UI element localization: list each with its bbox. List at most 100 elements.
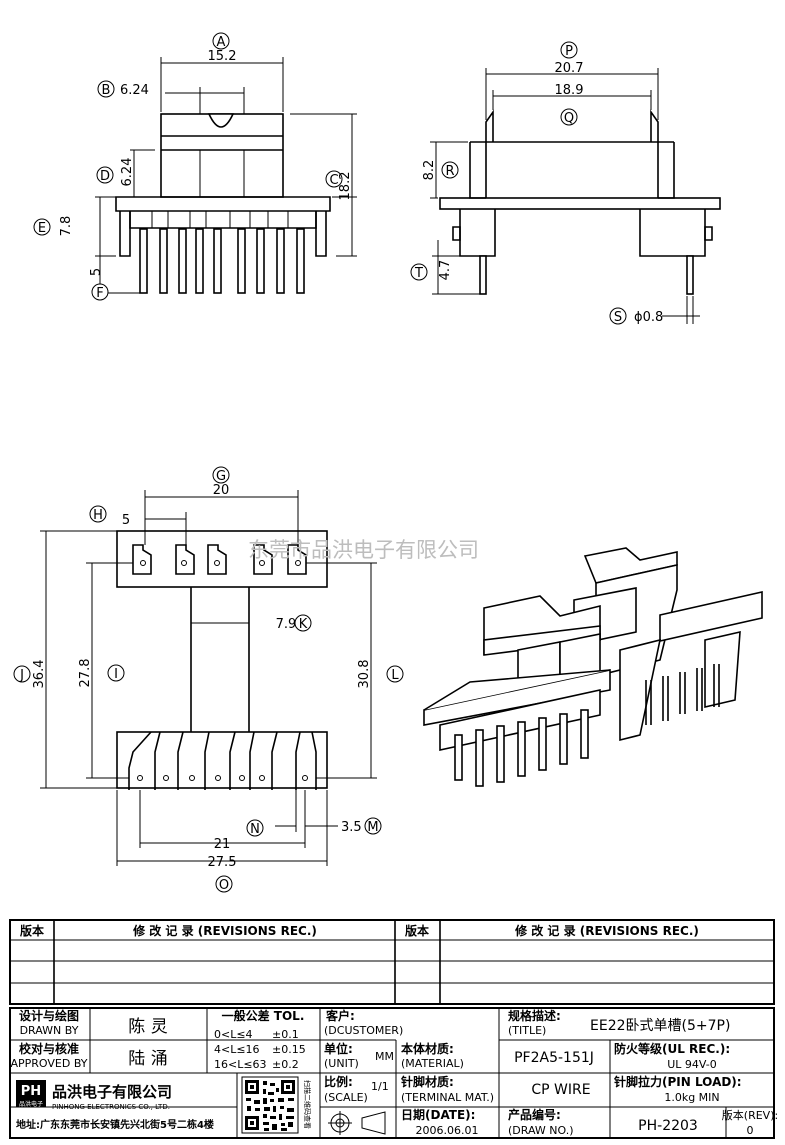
scale-value: 1/1 <box>371 1080 389 1093</box>
svg-text:S: S <box>614 310 622 325</box>
pin-load-label: 针脚拉力(PIN LOAD): <box>614 1074 742 1089</box>
revisions-table: 版本 修 改 记 录 (REVISIONS REC.) 版本 修 改 记 录 (… <box>9 919 775 1005</box>
rev-col-record-left: 修 改 记 录 (REVISIONS REC.) <box>132 923 317 938</box>
rev-value: 0 <box>747 1124 754 1137</box>
title-block: 设计与绘图 DRAWN BY 陈 灵 校对与核准 APPROVED BY 陆 涌… <box>9 1007 778 1139</box>
dim-P: 20.7 <box>555 61 584 76</box>
unit-label: 单位: <box>324 1041 353 1056</box>
dim-I: 27.8 <box>78 659 93 688</box>
unit-value: MM <box>375 1050 394 1063</box>
label-B <box>97 80 115 98</box>
svg-text:M: M <box>367 820 378 835</box>
dim-M: 3.5 <box>341 820 362 835</box>
svg-text:L: L <box>391 668 399 683</box>
svg-text:品洪电子: 品洪电子 <box>19 1100 43 1108</box>
approved-by-label: 校对与核准 <box>19 1041 79 1056</box>
dim-C: 18.2 <box>338 172 353 201</box>
label-Q <box>560 108 578 126</box>
label-D <box>96 166 114 184</box>
label-S <box>609 307 627 325</box>
label-T <box>410 263 428 281</box>
svg-text:B: B <box>102 83 111 98</box>
material-label: 本体材质: <box>401 1041 454 1056</box>
rev-label: 版本(REV): <box>722 1108 778 1122</box>
tol-value-0: ±0.1 <box>272 1028 299 1041</box>
label-C <box>325 170 343 188</box>
svg-text:I: I <box>114 667 118 682</box>
company-name: 品洪电子有限公司 <box>52 1083 172 1101</box>
svg-text:Q: Q <box>564 111 574 126</box>
customer-label: 客户: <box>325 1008 355 1023</box>
fire-rating-value: UL 94V-0 <box>667 1058 717 1071</box>
label-I <box>107 664 125 682</box>
dim-A: 15.2 <box>208 49 237 64</box>
tol-value-1: ±0.15 <box>272 1043 306 1056</box>
bottom-view-dimensions: G 20 H 5 7.9 K J 36.4 I 27.8 L 30.8 N 21… <box>13 466 404 893</box>
isometric-view <box>423 547 763 787</box>
bottom-view-bottom-slots <box>128 731 317 790</box>
dim-H: 5 <box>122 513 130 528</box>
svg-text:P: P <box>565 44 573 59</box>
watermark: 东莞市品洪电子有限公司 <box>248 538 479 562</box>
isometric-pins <box>454 709 589 787</box>
designed-by-label: 设计与绘图 <box>19 1008 79 1023</box>
svg-text:N: N <box>250 822 260 837</box>
dim-J: 36.4 <box>32 660 47 689</box>
svg-text:A: A <box>217 35 226 50</box>
svg-text:H: H <box>93 508 103 523</box>
dim-D: 6.24 <box>120 158 135 187</box>
svg-text:G: G <box>216 469 226 484</box>
title-label: 规格描述: <box>508 1008 561 1023</box>
rev-col-version-right: 版本 <box>405 923 429 938</box>
customer-label-en: (DCUSTOMER) <box>324 1024 403 1037</box>
label-P <box>560 41 578 59</box>
label-J <box>13 665 31 683</box>
approved-by: 陆 涌 <box>128 1049 167 1069</box>
label-K <box>294 614 312 632</box>
scale-label: 比例: <box>324 1074 353 1089</box>
qr-caption: 扫描二维码查看 <box>303 1080 312 1129</box>
rev-col-record-right: 修 改 记 录 (REVISIONS REC.) <box>514 923 699 938</box>
side-view <box>439 109 721 295</box>
draw-no-label-en: (DRAW NO.) <box>508 1124 573 1137</box>
label-O <box>215 875 233 893</box>
dim-B: 6.24 <box>120 83 149 98</box>
tol-value-2: ±0.2 <box>272 1058 299 1071</box>
tolerance-title: 一般公差 TOL. <box>222 1008 305 1023</box>
front-view-dimensions: A 15.2 B 6.24 C 18.2 D 6.24 E 7.8 F 5 <box>33 32 357 301</box>
dim-K: 7.9 <box>276 617 297 632</box>
rev-col-version-left: 版本 <box>20 923 44 938</box>
label-G <box>212 466 230 484</box>
dim-R: 8.2 <box>422 160 437 181</box>
scale-label-en: (SCALE) <box>324 1091 368 1104</box>
dim-N: 21 <box>214 837 231 852</box>
terminal-value: CP WIRE <box>531 1082 590 1098</box>
side-view-dimensions: P 20.7 18.9 Q R 8.2 T 4.7 S ϕ0.8 <box>410 41 700 325</box>
company-logo: PH 品洪电子 <box>16 1080 46 1108</box>
fire-rating-label: 防火等级(UL REC.): <box>614 1041 730 1056</box>
svg-text:E: E <box>38 221 46 236</box>
dim-L: 30.8 <box>357 660 372 689</box>
projection-symbol-icon <box>328 1111 386 1135</box>
designed-by-label-en: DRAWN BY <box>20 1024 79 1037</box>
svg-text:PH: PH <box>21 1084 41 1099</box>
label-R <box>441 161 459 179</box>
draw-no-label: 产品编号: <box>508 1107 561 1122</box>
label-F <box>91 283 109 301</box>
terminal-label: 针脚材质: <box>401 1074 454 1089</box>
material-label-en: (MATERIAL) <box>401 1057 464 1070</box>
bottom-view <box>116 530 328 790</box>
approved-by-label-en: APPROVED BY <box>10 1057 87 1070</box>
dim-F: 5 <box>89 268 104 276</box>
tol-range-0: 0<L≤4 <box>214 1028 253 1041</box>
dim-T: 4.7 <box>438 260 453 281</box>
designed-by: 陈 灵 <box>128 1017 167 1037</box>
material-value: PF2A5-151J <box>514 1050 594 1066</box>
draw-no-value: PH-2203 <box>638 1118 698 1134</box>
dim-Q: 18.9 <box>555 83 584 98</box>
svg-text:C: C <box>329 173 338 188</box>
label-N <box>246 819 264 837</box>
company-address: 地址:广东东莞市长安镇先兴北街5号二栋4楼 <box>16 1118 214 1131</box>
svg-text:O: O <box>219 878 229 893</box>
